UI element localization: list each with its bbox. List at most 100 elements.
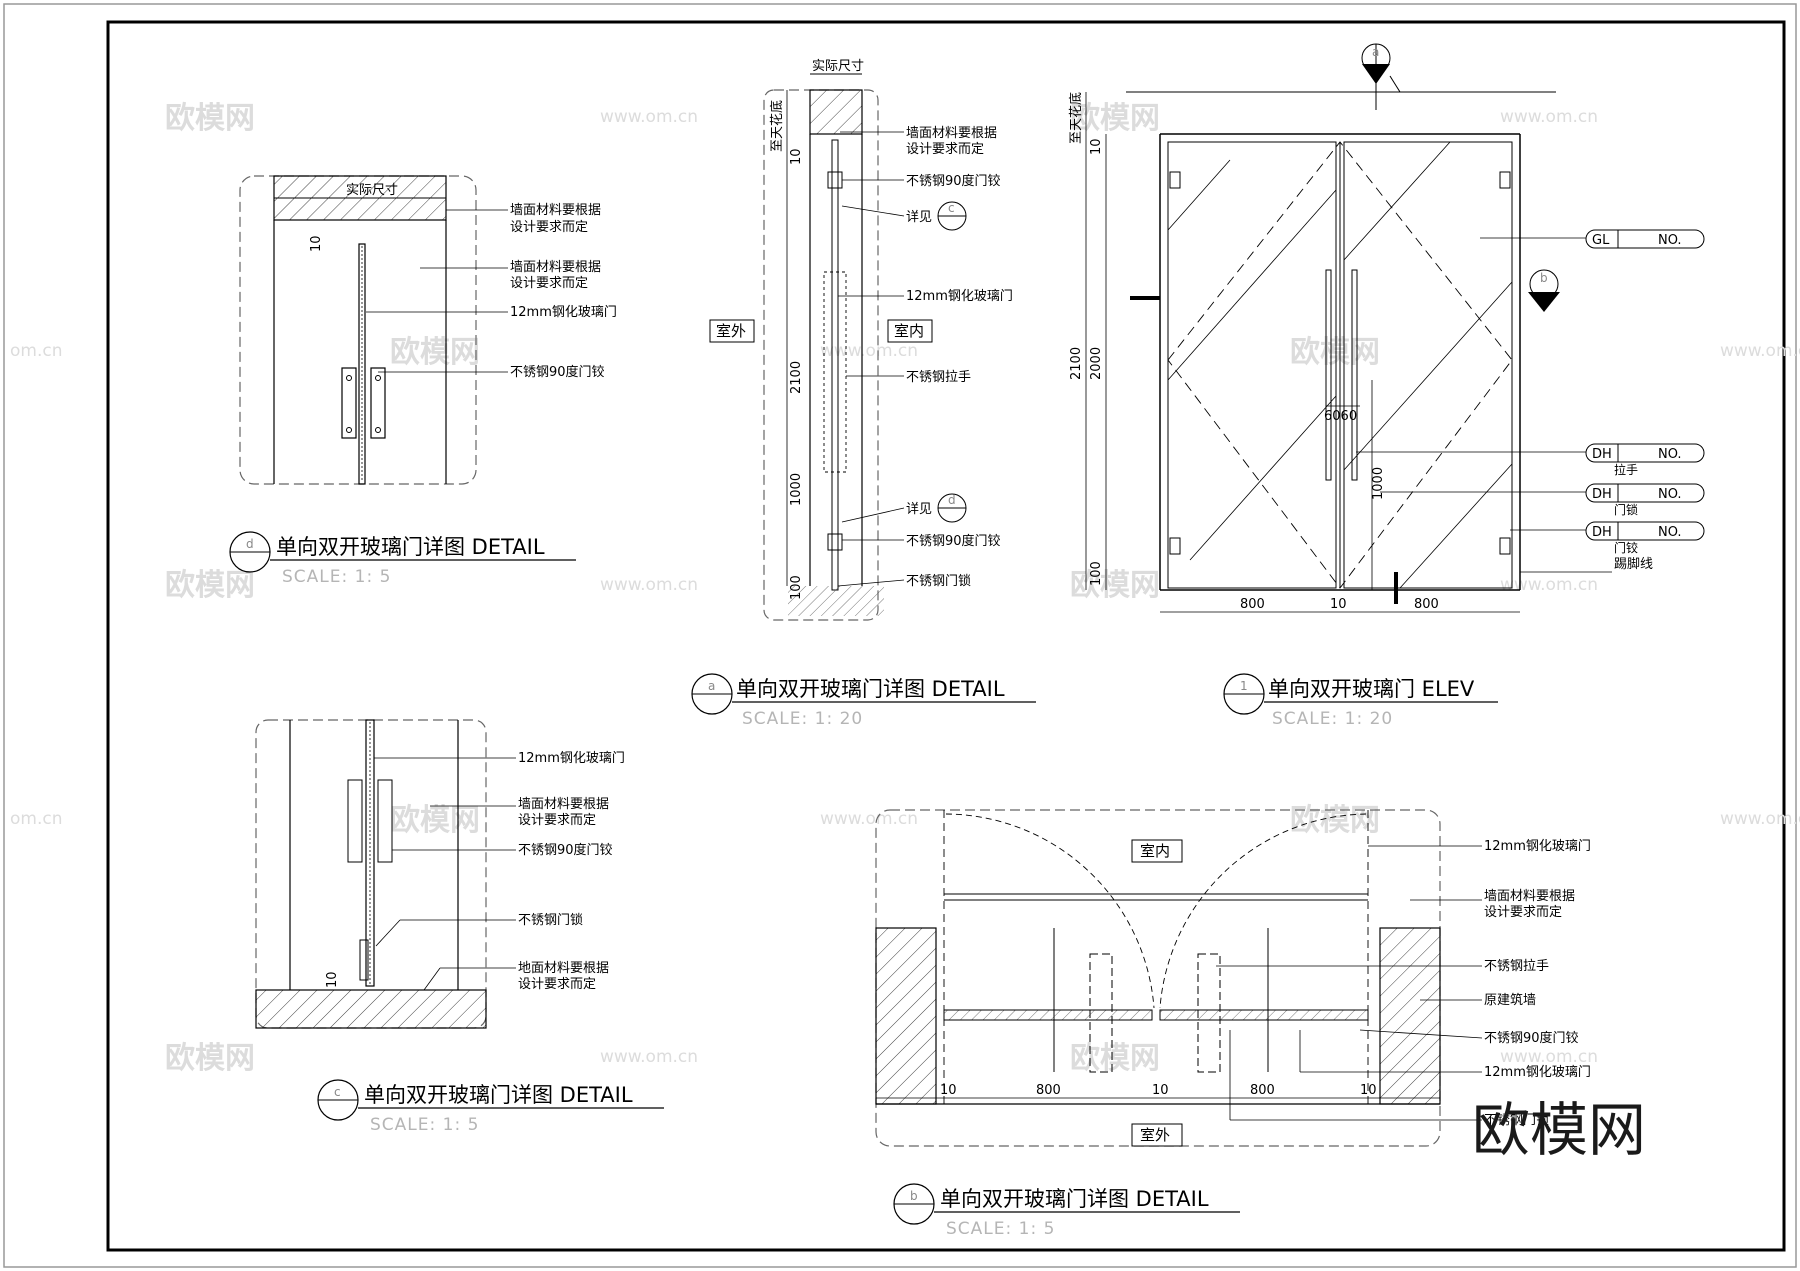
watermark-url: www.om.cn <box>1500 107 1598 127</box>
c-label: 不锈钢90度门铰 <box>518 842 613 858</box>
a-label: 12mm钢化玻璃门 <box>906 289 1013 304</box>
b-title: 单向双开玻璃门详图 DETAIL <box>940 1187 1209 1211</box>
elev-dim: 100 <box>1089 561 1104 586</box>
a-top-dimension: 实际尺寸 <box>812 59 864 74</box>
elev-bubble-id: 1 <box>1240 679 1248 693</box>
watermark-layer: 欧模网 www.om.cn 欧模网 www.om.cn om.cn 欧模网 ww… <box>10 101 1800 1076</box>
a-bubble-id: a <box>708 679 715 693</box>
sheet-frame <box>106 20 1786 1252</box>
watermark-brand: 欧模网 <box>1070 1041 1160 1076</box>
elev-ref-bubble: a <box>1372 45 1379 59</box>
b-label: 墙面材料要根据 <box>1484 889 1575 904</box>
a-label: 详见 <box>906 210 932 225</box>
detail-d-drawing: 实际尺寸 10 墙面材料要根据 设计要求而定 墙面材料要根据 设计要求而定 12… <box>229 175 617 587</box>
b-dim: 800 <box>1250 1083 1275 1098</box>
b-outside-label: 室外 <box>1140 1126 1170 1144</box>
a-label: 不锈钢拉手 <box>906 370 971 385</box>
elev-tag-note: 门锁 <box>1614 502 1638 517</box>
d-title: 单向双开玻璃门详图 DETAIL <box>276 535 545 559</box>
elev-tag-code: DH <box>1592 447 1612 462</box>
watermark-brand: 欧模网 <box>165 568 255 603</box>
a-label: 不锈钢门锁 <box>906 573 971 589</box>
a-label: 墙面材料要根据 <box>906 126 997 141</box>
elev-kick-label: 踢脚线 <box>1614 556 1653 572</box>
d-scale: SCALE: 1: 5 <box>282 567 391 587</box>
elev-dim: 800 <box>1414 597 1439 612</box>
watermark-url: www.om.cn <box>1500 1047 1598 1067</box>
watermark-brand: 欧模网 <box>390 803 480 838</box>
b-bubble-id: b <box>910 1189 918 1203</box>
b-dim: 10 <box>1360 1083 1377 1098</box>
a-label: 设计要求而定 <box>906 142 984 157</box>
elev-dim: 2100 <box>1069 347 1084 380</box>
a-dim: 1000 <box>789 473 804 506</box>
elev-tag-code: DH <box>1592 487 1612 502</box>
elev-tag-note: 门铰 <box>1614 540 1638 555</box>
a-dim: 100 <box>789 575 804 600</box>
elev-tag-no: NO. <box>1658 487 1682 502</box>
elev-tag-no: NO. <box>1658 525 1682 540</box>
watermark-url: www.om.cn <box>600 575 698 595</box>
b-label: 不锈钢拉手 <box>1484 959 1549 974</box>
d-top-dimension: 实际尺寸 <box>346 183 398 198</box>
watermark-url: www.om.cn <box>1500 575 1598 595</box>
d-label: 设计要求而定 <box>510 220 588 235</box>
c-title: 单向双开玻璃门详图 DETAIL <box>364 1083 633 1107</box>
elevation-1-drawing: a b 至天花底 10 2100 2000 1000 100 800 10 80… <box>1068 43 1705 729</box>
a-label: 不锈钢90度门铰 <box>906 533 1001 549</box>
a-outside-label: 室外 <box>716 322 746 340</box>
watermark-brand: 欧模网 <box>1070 101 1160 136</box>
a-label: 详见 <box>906 502 932 517</box>
watermark-url: www.om.cn <box>1720 341 1800 361</box>
a-ref-bubble: d <box>948 493 956 507</box>
d-label: 不锈钢90度门铰 <box>510 364 605 380</box>
d-label: 墙面材料要根据 <box>510 260 601 275</box>
c-scale: SCALE: 1: 5 <box>370 1115 479 1135</box>
d-label: 12mm钢化玻璃门 <box>510 305 617 320</box>
c-label: 设计要求而定 <box>518 977 596 992</box>
c-label: 地面材料要根据 <box>518 961 609 976</box>
sheet-outer-border <box>3 3 1797 1268</box>
b-dim: 10 <box>1152 1083 1169 1098</box>
elev-dim: 10 <box>1330 597 1347 612</box>
watermark-url: www.om.cn <box>820 341 918 361</box>
watermark-brand: 欧模网 <box>165 1041 255 1076</box>
b-label: 设计要求而定 <box>1484 905 1562 920</box>
detail-c-drawing: 10 12mm钢化玻璃门 墙面材料要根据 设计要求而定 不锈钢90度门铰 不锈钢… <box>255 719 664 1135</box>
c-label: 设计要求而定 <box>518 813 596 828</box>
d-bubble-id: d <box>246 537 254 551</box>
elev-dim-ceiling: 至天花底 <box>1068 92 1084 144</box>
a-inside-label: 室内 <box>894 322 924 340</box>
watermark-brand: 欧模网 <box>1290 335 1380 370</box>
a-dim: 10 <box>789 148 804 165</box>
elev-tag-no: NO. <box>1658 233 1682 248</box>
b-label: 原建筑墙 <box>1484 992 1536 1008</box>
elev-dim: 1000 <box>1371 467 1386 500</box>
elev-dim: 2000 <box>1089 347 1104 380</box>
elev-ref-bubble: b <box>1540 271 1548 285</box>
elev-tag-code: DH <box>1592 525 1612 540</box>
a-label: 不锈钢90度门铰 <box>906 173 1001 189</box>
c-label: 12mm钢化玻璃门 <box>518 751 625 766</box>
elev-dim: 800 <box>1240 597 1265 612</box>
c-dim: 10 <box>325 971 340 988</box>
elev-tag-no: NO. <box>1658 447 1682 462</box>
watermark-url: www.om.cn <box>600 107 698 127</box>
watermark-url: www.om.cn <box>820 809 918 829</box>
a-dim-ceiling: 至天花底 <box>769 100 785 152</box>
elev-dim: 10 <box>1089 138 1104 155</box>
watermark-url: www.om.cn <box>1720 809 1800 829</box>
elev-title: 单向双开玻璃门 ELEV <box>1268 677 1475 701</box>
elev-tag-note: 拉手 <box>1614 462 1638 477</box>
watermark-brand: 欧模网 <box>390 335 480 370</box>
a-title: 单向双开玻璃门详图 DETAIL <box>736 677 1005 701</box>
watermark-url: www.om.cn <box>600 1047 698 1067</box>
b-dim: 800 <box>1036 1083 1061 1098</box>
watermark-brand: 欧模网 <box>165 101 255 136</box>
d-gap-dimension: 10 <box>309 235 324 252</box>
elev-scale: SCALE: 1: 20 <box>1272 709 1393 729</box>
c-label: 墙面材料要根据 <box>518 797 609 812</box>
b-scale: SCALE: 1: 5 <box>946 1219 1055 1239</box>
d-label: 墙面材料要根据 <box>510 203 601 218</box>
